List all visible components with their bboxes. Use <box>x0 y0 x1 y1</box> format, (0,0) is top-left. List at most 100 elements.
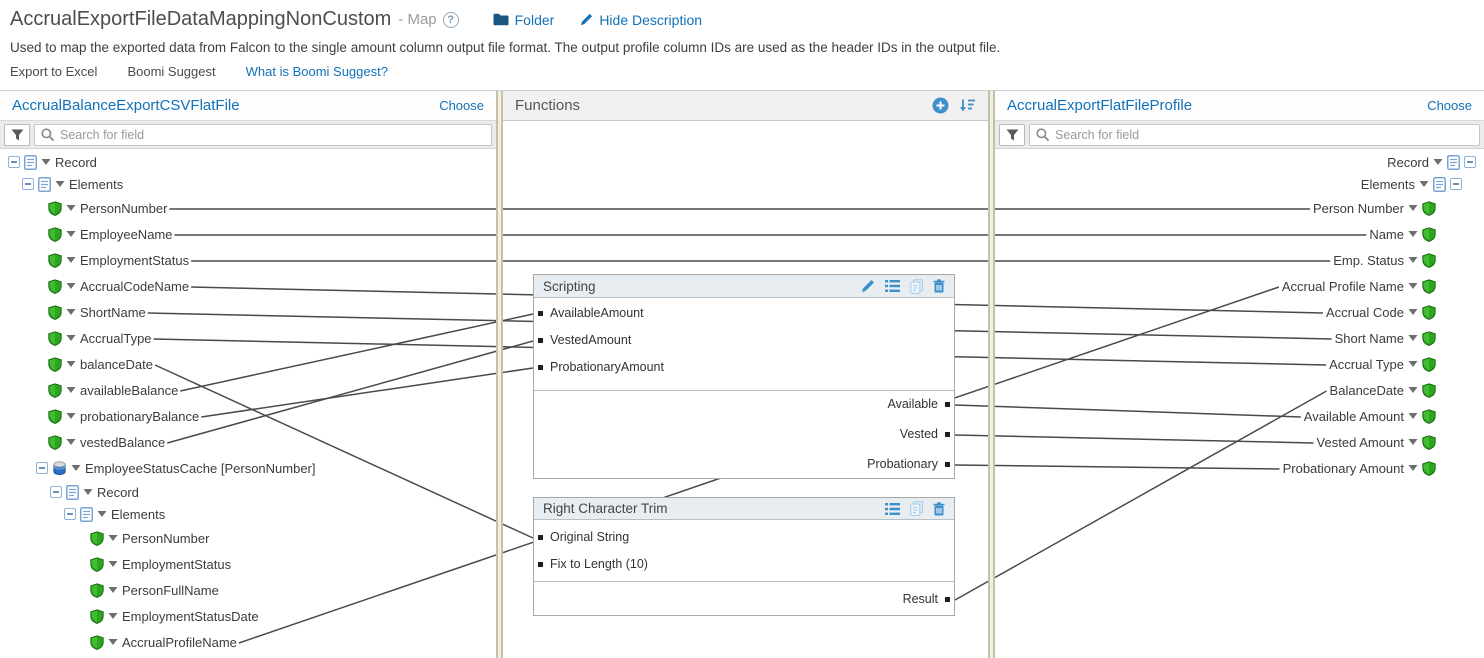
source-search-input[interactable] <box>60 127 485 142</box>
chevron-down-icon[interactable] <box>66 334 76 342</box>
destination-search-input[interactable] <box>1055 127 1473 142</box>
chevron-down-icon[interactable] <box>108 534 118 542</box>
chevron-down-icon[interactable] <box>108 586 118 594</box>
function-output-available[interactable]: Available <box>887 391 950 417</box>
delete-function-button[interactable] <box>933 279 945 293</box>
tree-node-record[interactable]: Record <box>0 481 496 503</box>
function-input-availableamount[interactable]: AvailableAmount <box>538 300 644 326</box>
function-input-original-string[interactable]: Original String <box>538 524 629 550</box>
chevron-down-icon[interactable] <box>1408 308 1418 316</box>
tree-node-accrual-profile-name[interactable]: Accrual Profile Name <box>995 273 1484 299</box>
boomi-suggest-button[interactable]: Boomi Suggest <box>127 64 216 79</box>
what-is-boomi-suggest-link[interactable]: What is Boomi Suggest? <box>245 64 388 79</box>
tree-node-person-number[interactable]: Person Number <box>995 195 1484 221</box>
hide-description-link[interactable]: Hide Description <box>580 12 702 28</box>
chevron-down-icon[interactable] <box>66 256 76 264</box>
panel-resizer-left[interactable] <box>496 91 503 658</box>
copy-function-button[interactable] <box>910 501 923 516</box>
function-box-header[interactable]: Scripting <box>534 275 954 298</box>
tree-node-record[interactable]: Record <box>0 151 496 173</box>
tree-node-accrualcodename[interactable]: AccrualCodeName <box>0 273 496 299</box>
function-output-vested[interactable]: Vested <box>900 421 950 447</box>
chevron-down-icon[interactable] <box>108 560 118 568</box>
chevron-down-icon[interactable] <box>55 180 65 188</box>
chevron-down-icon[interactable] <box>1408 386 1418 394</box>
chevron-down-icon[interactable] <box>1408 204 1418 212</box>
chevron-down-icon[interactable] <box>66 412 76 420</box>
tree-node-available-amount[interactable]: Available Amount <box>995 403 1484 429</box>
tree-node-short-name[interactable]: Short Name <box>995 325 1484 351</box>
tree-node-shortname[interactable]: ShortName <box>0 299 496 325</box>
chevron-down-icon[interactable] <box>66 282 76 290</box>
edit-function-button[interactable] <box>861 279 875 293</box>
chevron-down-icon[interactable] <box>1408 230 1418 238</box>
chevron-down-icon[interactable] <box>1408 256 1418 264</box>
tree-node-accrualtype[interactable]: AccrualType <box>0 325 496 351</box>
tree-node-personnumber[interactable]: PersonNumber <box>0 525 496 551</box>
collapse-icon[interactable] <box>1464 156 1476 168</box>
export-to-excel-button[interactable]: Export to Excel <box>10 64 98 79</box>
panel-resizer-right[interactable] <box>988 91 995 658</box>
chevron-down-icon[interactable] <box>1408 360 1418 368</box>
chevron-down-icon[interactable] <box>1408 282 1418 290</box>
collapse-icon[interactable] <box>64 508 76 520</box>
tree-node-employeestatuscache-personnumber[interactable]: EmployeeStatusCache [PersonNumber] <box>0 455 496 481</box>
collapse-icon[interactable] <box>22 178 34 190</box>
tree-node-personfullname[interactable]: PersonFullName <box>0 577 496 603</box>
chevron-down-icon[interactable] <box>108 638 118 646</box>
function-box-header[interactable]: Right Character Trim <box>534 498 954 520</box>
tree-node-employmentstatus[interactable]: EmploymentStatus <box>0 551 496 577</box>
tree-node-emp-status[interactable]: Emp. Status <box>995 247 1484 273</box>
function-output-probationary[interactable]: Probationary <box>867 451 950 477</box>
chevron-down-icon[interactable] <box>1408 438 1418 446</box>
function-input-fix-to-length-10[interactable]: Fix to Length (10) <box>538 551 648 577</box>
sort-functions-button[interactable] <box>959 98 976 113</box>
chevron-down-icon[interactable] <box>66 360 76 368</box>
delete-function-button[interactable] <box>933 501 945 516</box>
chevron-down-icon[interactable] <box>108 612 118 620</box>
chevron-down-icon[interactable] <box>1408 412 1418 420</box>
chevron-down-icon[interactable] <box>71 464 81 472</box>
collapse-icon[interactable] <box>50 486 62 498</box>
tree-node-employmentstatusdate[interactable]: EmploymentStatusDate <box>0 603 496 629</box>
tree-node-probationary-amount[interactable]: Probationary Amount <box>995 455 1484 481</box>
tree-node-elements[interactable]: Elements <box>0 173 496 195</box>
chevron-down-icon[interactable] <box>1433 158 1443 166</box>
tree-node-accrual-type[interactable]: Accrual Type <box>995 351 1484 377</box>
tree-node-elements[interactable]: Elements <box>0 503 496 525</box>
view-function-button[interactable] <box>885 280 900 292</box>
tree-node-vested-amount[interactable]: Vested Amount <box>995 429 1484 455</box>
chevron-down-icon[interactable] <box>1408 464 1418 472</box>
destination-filter-button[interactable] <box>999 123 1025 146</box>
tree-node-employeename[interactable]: EmployeeName <box>0 221 496 247</box>
chevron-down-icon[interactable] <box>66 386 76 394</box>
view-function-button[interactable] <box>885 502 900 515</box>
collapse-icon[interactable] <box>8 156 20 168</box>
collapse-icon[interactable] <box>1450 178 1462 190</box>
chevron-down-icon[interactable] <box>41 158 51 166</box>
function-input-probationaryamount[interactable]: ProbationaryAmount <box>538 354 664 380</box>
tree-node-probationarybalance[interactable]: probationaryBalance <box>0 403 496 429</box>
chevron-down-icon[interactable] <box>66 438 76 446</box>
help-icon[interactable]: ? <box>442 11 459 28</box>
chevron-down-icon[interactable] <box>66 204 76 212</box>
chevron-down-icon[interactable] <box>66 308 76 316</box>
chevron-down-icon[interactable] <box>1419 180 1429 188</box>
collapse-icon[interactable] <box>36 462 48 474</box>
tree-node-availablebalance[interactable]: availableBalance <box>0 377 496 403</box>
tree-node-employmentstatus[interactable]: EmploymentStatus <box>0 247 496 273</box>
tree-node-balancedate[interactable]: BalanceDate <box>995 377 1484 403</box>
choose-destination-link[interactable]: Choose <box>1427 98 1472 113</box>
chevron-down-icon[interactable] <box>1408 334 1418 342</box>
tree-node-accrual-code[interactable]: Accrual Code <box>995 299 1484 325</box>
function-output-result[interactable]: Result <box>903 586 950 612</box>
copy-function-button[interactable] <box>910 278 923 294</box>
tree-node-name[interactable]: Name <box>995 221 1484 247</box>
chevron-down-icon[interactable] <box>83 488 93 496</box>
choose-source-link[interactable]: Choose <box>439 98 484 113</box>
chevron-down-icon[interactable] <box>97 510 107 518</box>
add-function-button[interactable] <box>932 97 949 114</box>
tree-node-accrualprofilename[interactable]: AccrualProfileName <box>0 629 496 655</box>
tree-node-personnumber[interactable]: PersonNumber <box>0 195 496 221</box>
tree-node-elements[interactable]: Elements <box>995 173 1484 195</box>
